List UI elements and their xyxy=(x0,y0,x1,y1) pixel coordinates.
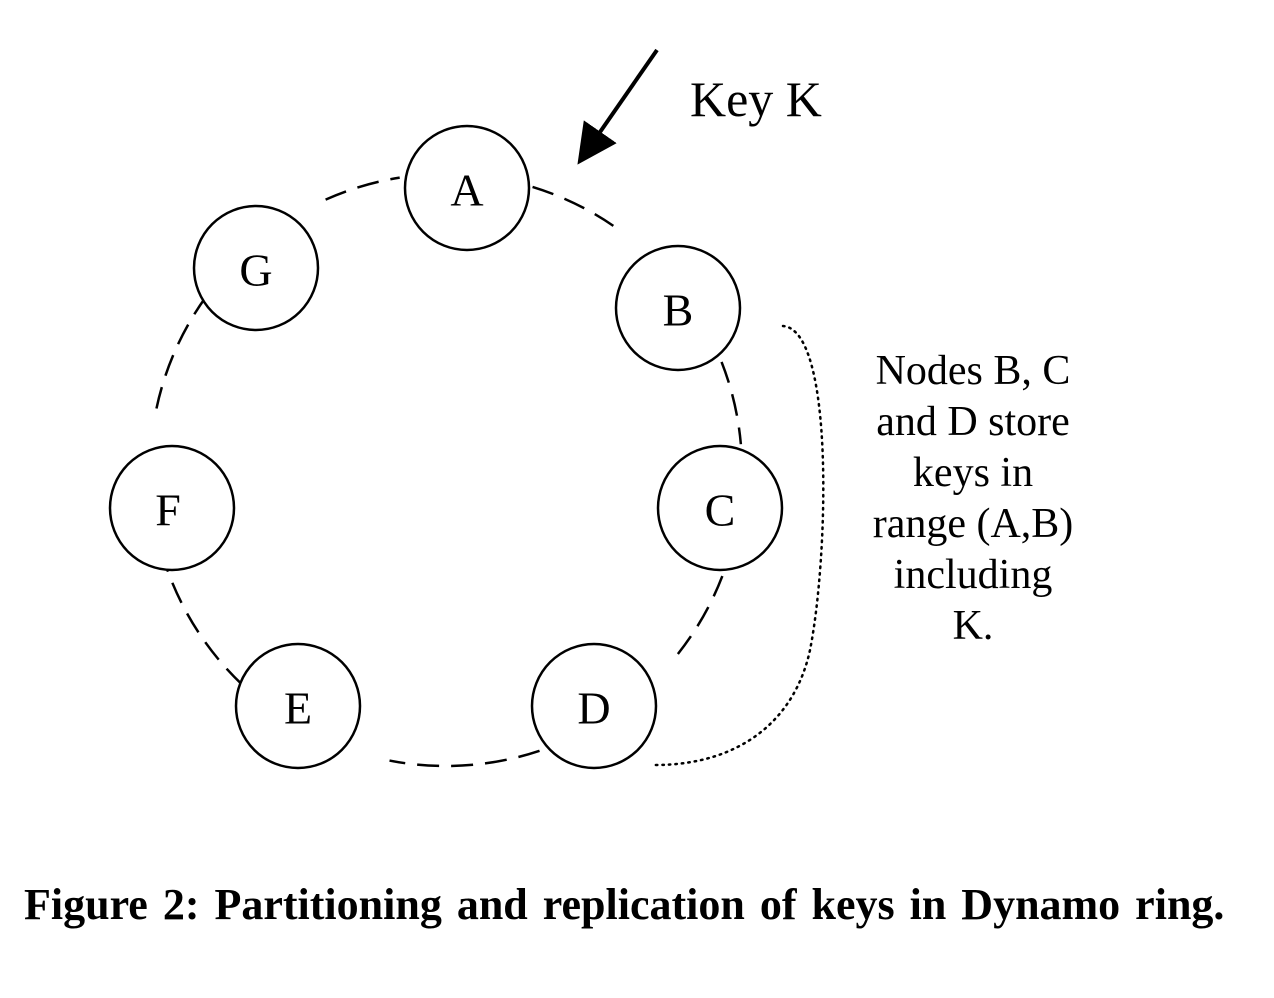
node-g: G xyxy=(192,204,320,332)
note-line: keys in xyxy=(913,450,1033,496)
replication-note: Nodes B, C and D store keys in range (A,… xyxy=(873,348,1074,649)
ring-arc-segment xyxy=(325,176,400,201)
node-a-label: A xyxy=(450,165,483,216)
node-g-circle xyxy=(192,204,320,332)
node-f-label: F xyxy=(155,485,181,536)
note-line: and D store xyxy=(876,399,1070,445)
node-c-circle xyxy=(656,444,784,572)
node-e: E xyxy=(234,642,362,770)
note-line: including xyxy=(894,552,1053,598)
ring-arc-segment xyxy=(532,185,621,232)
node-a: A xyxy=(403,124,531,252)
node-f-circle xyxy=(108,444,236,572)
node-d-label: D xyxy=(577,683,610,734)
node-f: F xyxy=(108,444,236,572)
dynamo-ring-diagram: A B C D E F G Key K Nodes B xyxy=(108,48,1074,770)
key-arrow xyxy=(577,48,659,165)
node-a-circle xyxy=(403,124,531,252)
node-d: D xyxy=(530,642,658,770)
ring-nodes: A B C D E F G xyxy=(108,124,784,770)
key-label: Key K xyxy=(690,71,822,127)
ring-arc-segment xyxy=(155,278,221,409)
node-e-label: E xyxy=(284,683,312,734)
figure-caption: Figure 2: Partitioning and replication o… xyxy=(24,880,1225,929)
ring-arc-segment xyxy=(675,575,724,658)
note-line: K. xyxy=(953,603,994,649)
node-e-circle xyxy=(234,642,362,770)
replica-range-bracket xyxy=(653,324,825,767)
note-line: range (A,B) xyxy=(873,501,1074,547)
node-g-label: G xyxy=(239,245,272,296)
note-line: Nodes B, C xyxy=(876,348,1071,394)
node-d-circle xyxy=(530,642,658,770)
node-b: B xyxy=(614,244,742,372)
node-c: C xyxy=(656,444,784,572)
node-c-label: C xyxy=(705,485,736,536)
node-b-label: B xyxy=(663,285,694,336)
node-b-circle xyxy=(614,244,742,372)
